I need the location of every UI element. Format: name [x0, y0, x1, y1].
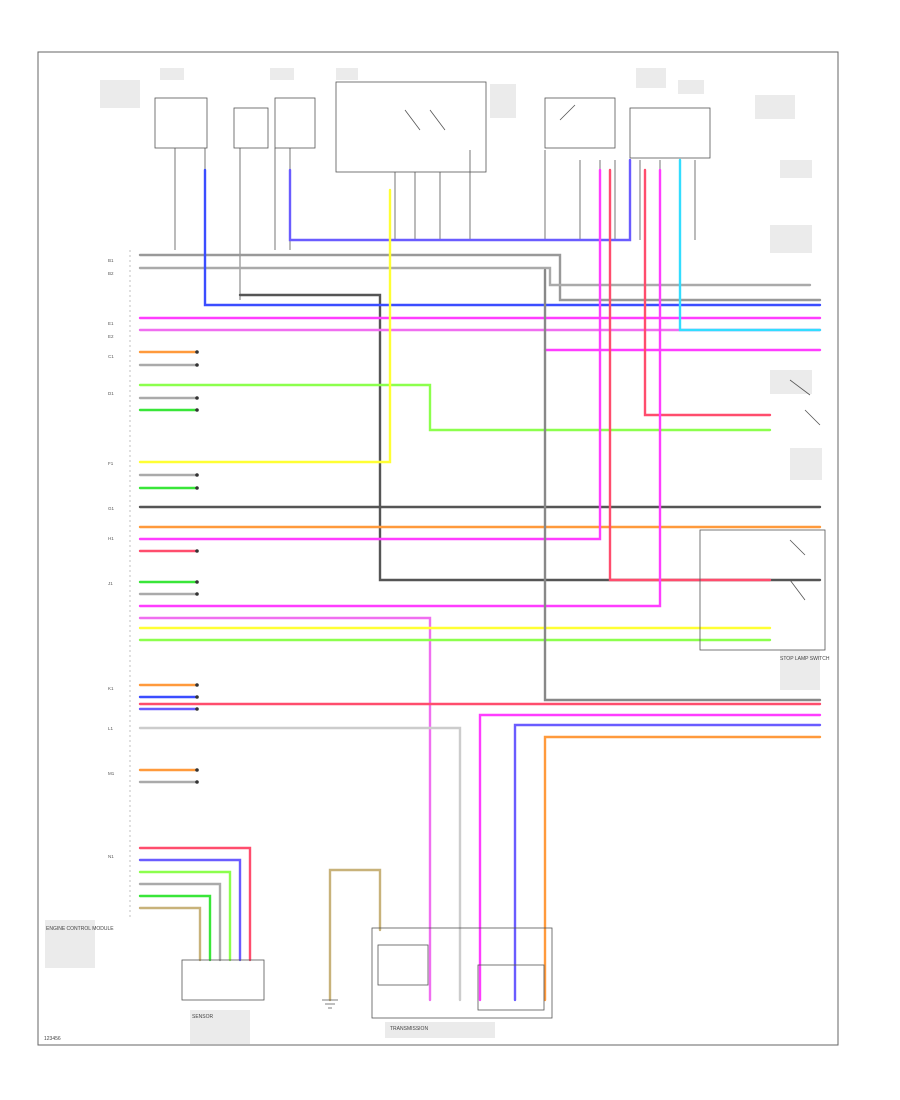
fuse-box-mid — [233, 107, 269, 149]
stop-lamp-switch-box — [699, 529, 826, 651]
wire-tan-2 — [328, 868, 382, 1002]
bottom-components: SENSOR TRANSMISSION — [181, 927, 553, 1032]
svg-text:E1: E1 — [108, 321, 114, 326]
svg-text:B2: B2 — [108, 271, 114, 276]
svg-text:H1: H1 — [108, 536, 114, 541]
wire-gray-10 — [138, 882, 222, 962]
footer-id: 123456 — [44, 1036, 61, 1042]
sensor-box — [181, 959, 265, 1001]
wire-green-4 — [138, 894, 212, 962]
wire-gray-7 — [138, 726, 462, 1002]
diagram-frame — [37, 51, 839, 1046]
wires — [138, 158, 822, 1002]
wire-cyan-1 — [678, 158, 822, 332]
relay-box-efi — [335, 81, 487, 173]
wire-lime-3 — [138, 870, 232, 962]
wire-pink-4 — [138, 168, 662, 608]
svg-text:G1: G1 — [108, 506, 115, 511]
stop-lamp-label: STOP LAMP SWITCH — [780, 656, 830, 662]
wire-pink-3 — [138, 168, 602, 541]
right-switches: STOP LAMP SWITCH — [699, 379, 830, 662]
wire-yellow-1 — [138, 188, 392, 464]
relay-box-main — [544, 97, 616, 149]
wire-blue-1 — [203, 168, 822, 307]
svg-text:E2: E2 — [108, 334, 114, 339]
wire-tan-1 — [138, 906, 202, 962]
svg-text:F1: F1 — [108, 461, 114, 466]
wire-pink-5 — [478, 713, 822, 1002]
svg-text:J1: J1 — [108, 581, 113, 586]
wire-magenta-2 — [138, 616, 432, 1002]
ecm-label: ENGINE CONTROL MODULE — [46, 926, 114, 932]
ground-symbol — [322, 999, 338, 1009]
transmission-label: TRANSMISSION — [390, 1026, 428, 1032]
wire-black-1 — [238, 293, 822, 582]
svg-text:C1: C1 — [108, 354, 114, 359]
svg-text:D1: D1 — [108, 391, 114, 396]
shift-sensor-box — [477, 964, 545, 1011]
svg-text:M1: M1 — [108, 771, 115, 776]
wire-gray-8 — [543, 268, 822, 702]
wire-red-5 — [138, 846, 252, 962]
svg-text:L1: L1 — [108, 726, 114, 731]
wire-violet-3 — [138, 858, 242, 962]
fuse-box-right — [629, 107, 711, 159]
wire-red-2 — [608, 168, 772, 582]
wire-red-3 — [643, 168, 772, 417]
wire-gray-1 — [138, 253, 822, 302]
solenoid-box — [377, 944, 429, 986]
wire-blue-2 — [288, 158, 632, 242]
relay-switch-symbols — [404, 104, 576, 131]
wire-terminals — [195, 350, 199, 784]
wire-lime-1 — [138, 383, 772, 432]
top-drop-lines — [174, 148, 696, 300]
ecm-pin-column: B1 B2 E1 E2 C1 D1 F1 G1 H1 J1 K1 L1 M1 N… — [46, 250, 131, 932]
wire-violet-2 — [513, 723, 822, 1002]
fuse-box-mid2 — [274, 97, 316, 149]
top-labels — [45, 68, 822, 1044]
svg-text:N1: N1 — [108, 854, 114, 859]
wire-gray-2 — [138, 266, 812, 287]
transmission-box — [371, 927, 553, 1019]
svg-text:K1: K1 — [108, 686, 114, 691]
wire-orange-4 — [543, 735, 822, 1002]
sensor-label: SENSOR — [192, 1014, 214, 1020]
fuse-box-left — [154, 97, 208, 149]
svg-text:B1: B1 — [108, 258, 114, 263]
